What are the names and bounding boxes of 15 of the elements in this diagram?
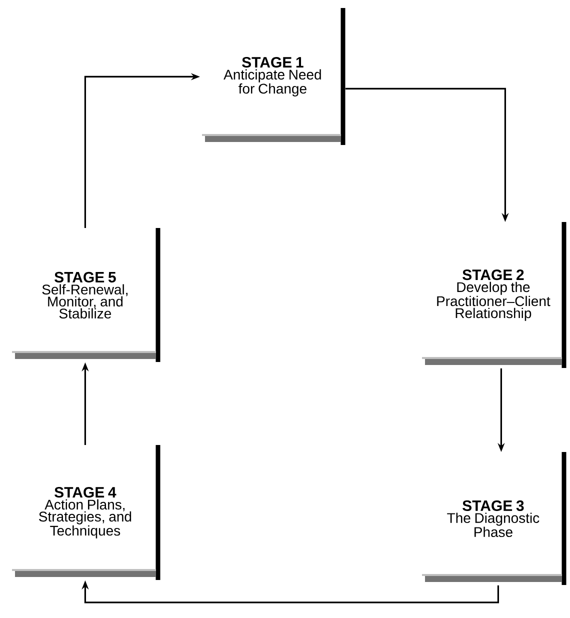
stage-box: STAGE 4 Action Plans, Strategies, and Techniques <box>12 445 160 580</box>
node-label: Self-Renewal, Monitor, and Stabilize <box>42 284 128 319</box>
node-label: Anticipate Need for Change <box>224 69 321 96</box>
node-label: STAGE 3 <box>462 500 524 512</box>
stage-box: STAGE 2 Develop the Practitioner–Client Relationship <box>422 222 566 368</box>
stage-box: STAGE 3 The Diagnostic Phase <box>422 452 566 585</box>
node-label: The Diagnostic Phase <box>447 512 540 538</box>
node-label: Action Plans, Strategies, and Techniques <box>39 499 132 538</box>
node-label: STAGE 2 <box>462 269 524 280</box>
node-label: STAGE 5 <box>54 272 116 283</box>
stage-box: STAGE 1 Anticipate Need for Change <box>202 8 346 145</box>
node-label: STAGE 1 <box>242 56 304 68</box>
stage-box: STAGE 5 Self-Renewal, Monitor, and Stabilize <box>12 228 160 362</box>
node-label: Develop the Practitioner–Client Relationship <box>437 282 550 321</box>
node-label: STAGE 4 <box>54 486 116 498</box>
